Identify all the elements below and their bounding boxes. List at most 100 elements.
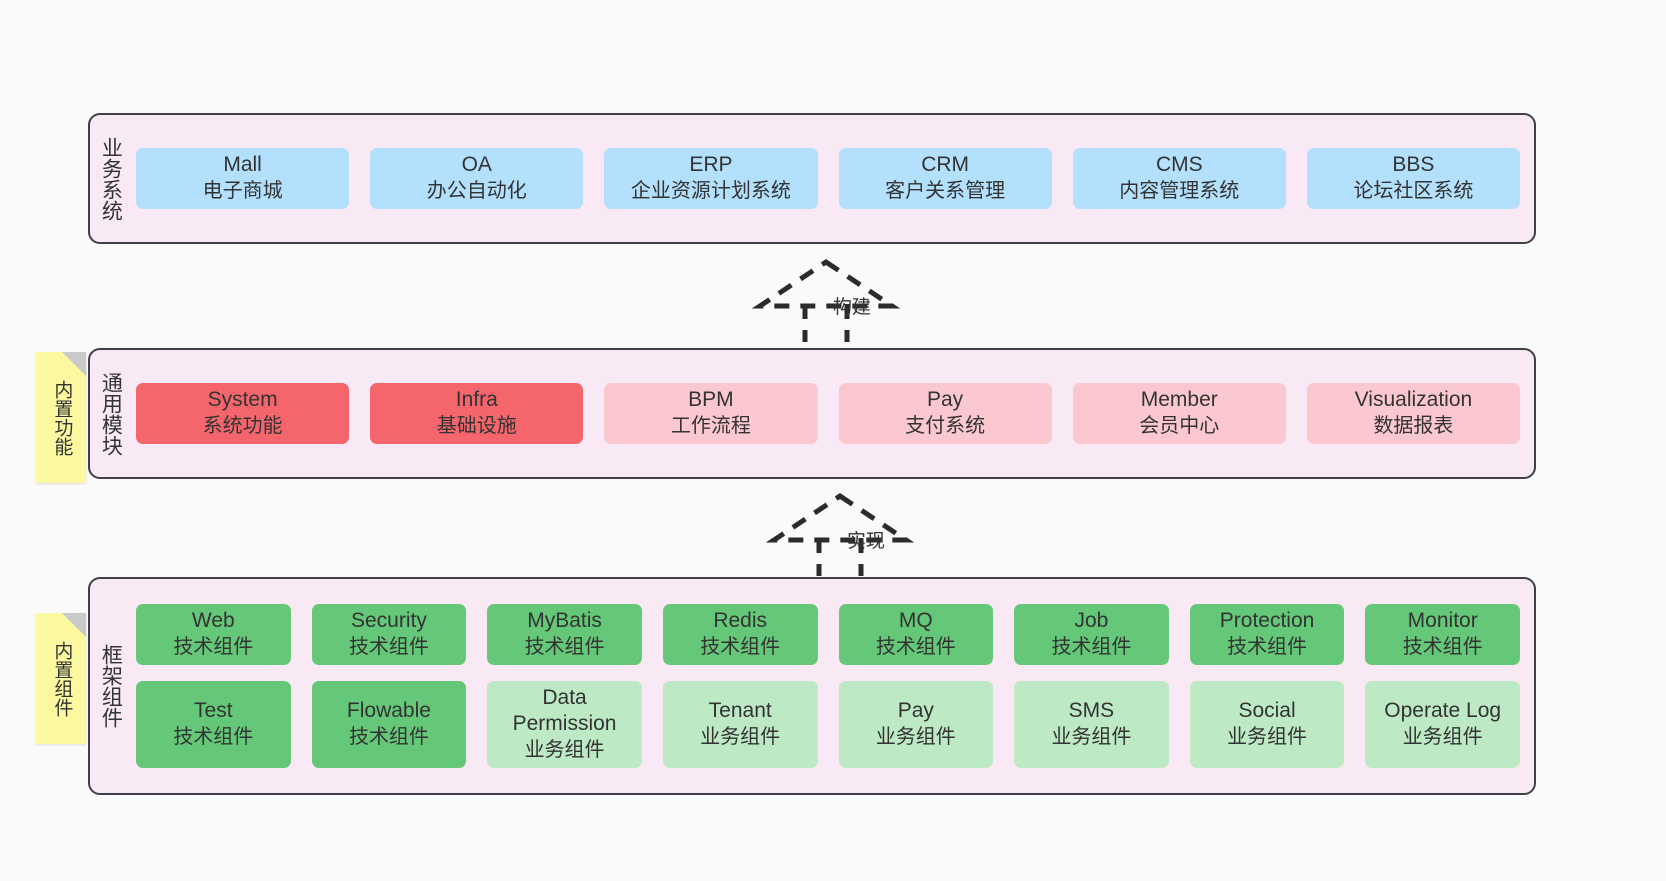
card-title: MQ (898, 609, 933, 633)
card-title: Pay (897, 699, 934, 722)
sticky-note-builtin-function: 内置功能 (36, 352, 86, 483)
card-bbs[interactable]: BBS 论坛社区系统 (1306, 148, 1521, 209)
card-title: BBS (1392, 153, 1435, 177)
card-subtitle: 基础设施 (436, 415, 517, 438)
card-subtitle: 系统功能 (202, 415, 283, 438)
folded-corner-icon (62, 352, 86, 376)
generalization-arrow-icon (765, 492, 915, 576)
card-title: CRM (921, 153, 970, 177)
card-subtitle: 内容管理系统 (1119, 180, 1240, 203)
card-system[interactable]: System 系统功能 (136, 383, 350, 444)
card-operate-log[interactable]: Operate Log 业务组件 (1365, 680, 1520, 768)
card-subtitle: 支付系统 (905, 415, 986, 438)
card-title: Test (194, 699, 233, 722)
connector-label-build: 构建 (832, 297, 871, 318)
card-subtitle: 技术组件 (173, 635, 254, 658)
layer-common-module: 通用模块 System 系统功能 Infra 基础设施 BPM 工作流程 Pay… (88, 348, 1536, 479)
card-cms[interactable]: CMS 内容管理系统 (1072, 148, 1286, 209)
card-flowable[interactable]: Flowable 技术组件 (311, 680, 467, 768)
card-protection[interactable]: Protection 技术组件 (1189, 604, 1345, 665)
card-subtitle: 技术组件 (173, 725, 254, 748)
card-subtitle: 技术组件 (1402, 635, 1483, 658)
card-subtitle: 办公自动化 (426, 180, 527, 203)
card-title: Pay (927, 388, 964, 412)
card-subtitle: 技术组件 (524, 635, 605, 658)
card-data-permission[interactable]: Data Permission 业务组件 (487, 680, 642, 768)
card-title: Tenant (708, 699, 772, 722)
card-subtitle: 客户关系管理 (885, 180, 1006, 203)
card-title: BPM (688, 388, 734, 412)
card-mybatis[interactable]: MyBatis 技术组件 (487, 604, 642, 665)
card-mall[interactable]: Mall 电子商城 (136, 148, 350, 209)
card-subtitle: 会员中心 (1139, 415, 1220, 438)
sticky-note-label: 内置功能 (51, 379, 73, 456)
card-tenant[interactable]: Tenant 业务组件 (662, 680, 818, 768)
card-title: Visualization (1354, 388, 1473, 412)
layer-body-common-module: System 系统功能 Infra 基础设施 BPM 工作流程 Pay 支付系统… (130, 350, 1534, 477)
layer-title-business-system: 业务系统 (99, 136, 123, 221)
connector-build: 构建 (751, 258, 916, 342)
card-oa[interactable]: OA 办公自动化 (370, 148, 584, 209)
card-infra[interactable]: Infra 基础设施 (370, 383, 584, 444)
card-title: System (207, 388, 278, 412)
connector-label-implement: 实现 (846, 531, 885, 552)
card-subtitle: 业务组件 (1051, 725, 1132, 748)
card-subtitle: 业务组件 (700, 725, 781, 748)
connector-implement: 实现 (765, 492, 930, 576)
card-title: Protection (1219, 609, 1315, 633)
card-sms[interactable]: SMS 业务组件 (1014, 680, 1169, 768)
card-member[interactable]: Member 会员中心 (1072, 383, 1286, 444)
layer-business-system: 业务系统 Mall 电子商城 OA 办公自动化 ERP 企业资源计划系统 CRM… (88, 113, 1536, 244)
card-title: Member (1140, 388, 1218, 412)
card-social[interactable]: Social 业务组件 (1189, 680, 1345, 768)
card-subtitle: 技术组件 (1227, 635, 1308, 658)
card-row: Test 技术组件 Flowable 技术组件 Data Permission … (136, 680, 1520, 768)
generalization-arrow-icon (751, 258, 901, 342)
card-subtitle: 技术组件 (348, 725, 429, 748)
card-title: SMS (1068, 699, 1115, 722)
card-subtitle: 技术组件 (875, 635, 956, 658)
layer-title-common-module: 通用模块 (99, 371, 123, 456)
layer-framework-component: 框架组件 Web 技术组件 Security 技术组件 MyBatis 技术组件… (88, 577, 1536, 795)
card-title: Operate Log (1384, 699, 1502, 722)
card-job[interactable]: Job 技术组件 (1014, 604, 1169, 665)
card-bpm[interactable]: BPM 工作流程 (604, 383, 818, 444)
card-title: Redis (713, 609, 768, 633)
card-subtitle: 技术组件 (348, 635, 429, 658)
card-title: Data Permission (512, 685, 617, 736)
sticky-note-builtin-component: 内置组件 (36, 613, 86, 744)
card-subtitle: 技术组件 (1051, 635, 1132, 658)
card-visualization[interactable]: Visualization 数据报表 (1306, 383, 1521, 444)
card-row: Web 技术组件 Security 技术组件 MyBatis 技术组件 Redi… (136, 604, 1520, 665)
card-redis[interactable]: Redis 技术组件 (662, 604, 818, 665)
card-pay[interactable]: Pay 支付系统 (838, 383, 1052, 444)
card-title: Job (1074, 609, 1109, 633)
layer-body-business-system: Mall 电子商城 OA 办公自动化 ERP 企业资源计划系统 CRM 客户关系… (130, 115, 1534, 242)
card-monitor[interactable]: Monitor 技术组件 (1365, 604, 1520, 665)
card-row: Mall 电子商城 OA 办公自动化 ERP 企业资源计划系统 CRM 客户关系… (136, 148, 1521, 209)
card-web[interactable]: Web 技术组件 (136, 604, 291, 665)
card-subtitle: 业务组件 (524, 739, 605, 762)
card-mq[interactable]: MQ 技术组件 (838, 604, 994, 665)
card-subtitle: 技术组件 (700, 635, 781, 658)
card-subtitle: 业务组件 (875, 725, 956, 748)
card-title: Web (191, 609, 235, 633)
card-pay-business[interactable]: Pay 业务组件 (838, 680, 994, 768)
card-title: Social (1238, 699, 1296, 722)
card-subtitle: 数据报表 (1373, 415, 1454, 438)
card-erp[interactable]: ERP 企业资源计划系统 (604, 148, 818, 209)
folded-corner-icon (62, 613, 86, 637)
card-security[interactable]: Security 技术组件 (311, 604, 467, 665)
card-row: System 系统功能 Infra 基础设施 BPM 工作流程 Pay 支付系统… (136, 383, 1521, 444)
card-crm[interactable]: CRM 客户关系管理 (838, 148, 1052, 209)
card-title: OA (461, 153, 492, 177)
card-subtitle: 企业资源计划系统 (630, 180, 791, 203)
card-subtitle: 业务组件 (1227, 725, 1308, 748)
card-title: CMS (1155, 153, 1203, 177)
card-title: Security (351, 609, 427, 633)
sticky-note-label: 内置组件 (51, 640, 73, 717)
card-subtitle: 论坛社区系统 (1353, 180, 1474, 203)
card-title: Infra (455, 388, 498, 412)
card-test[interactable]: Test 技术组件 (136, 680, 291, 768)
